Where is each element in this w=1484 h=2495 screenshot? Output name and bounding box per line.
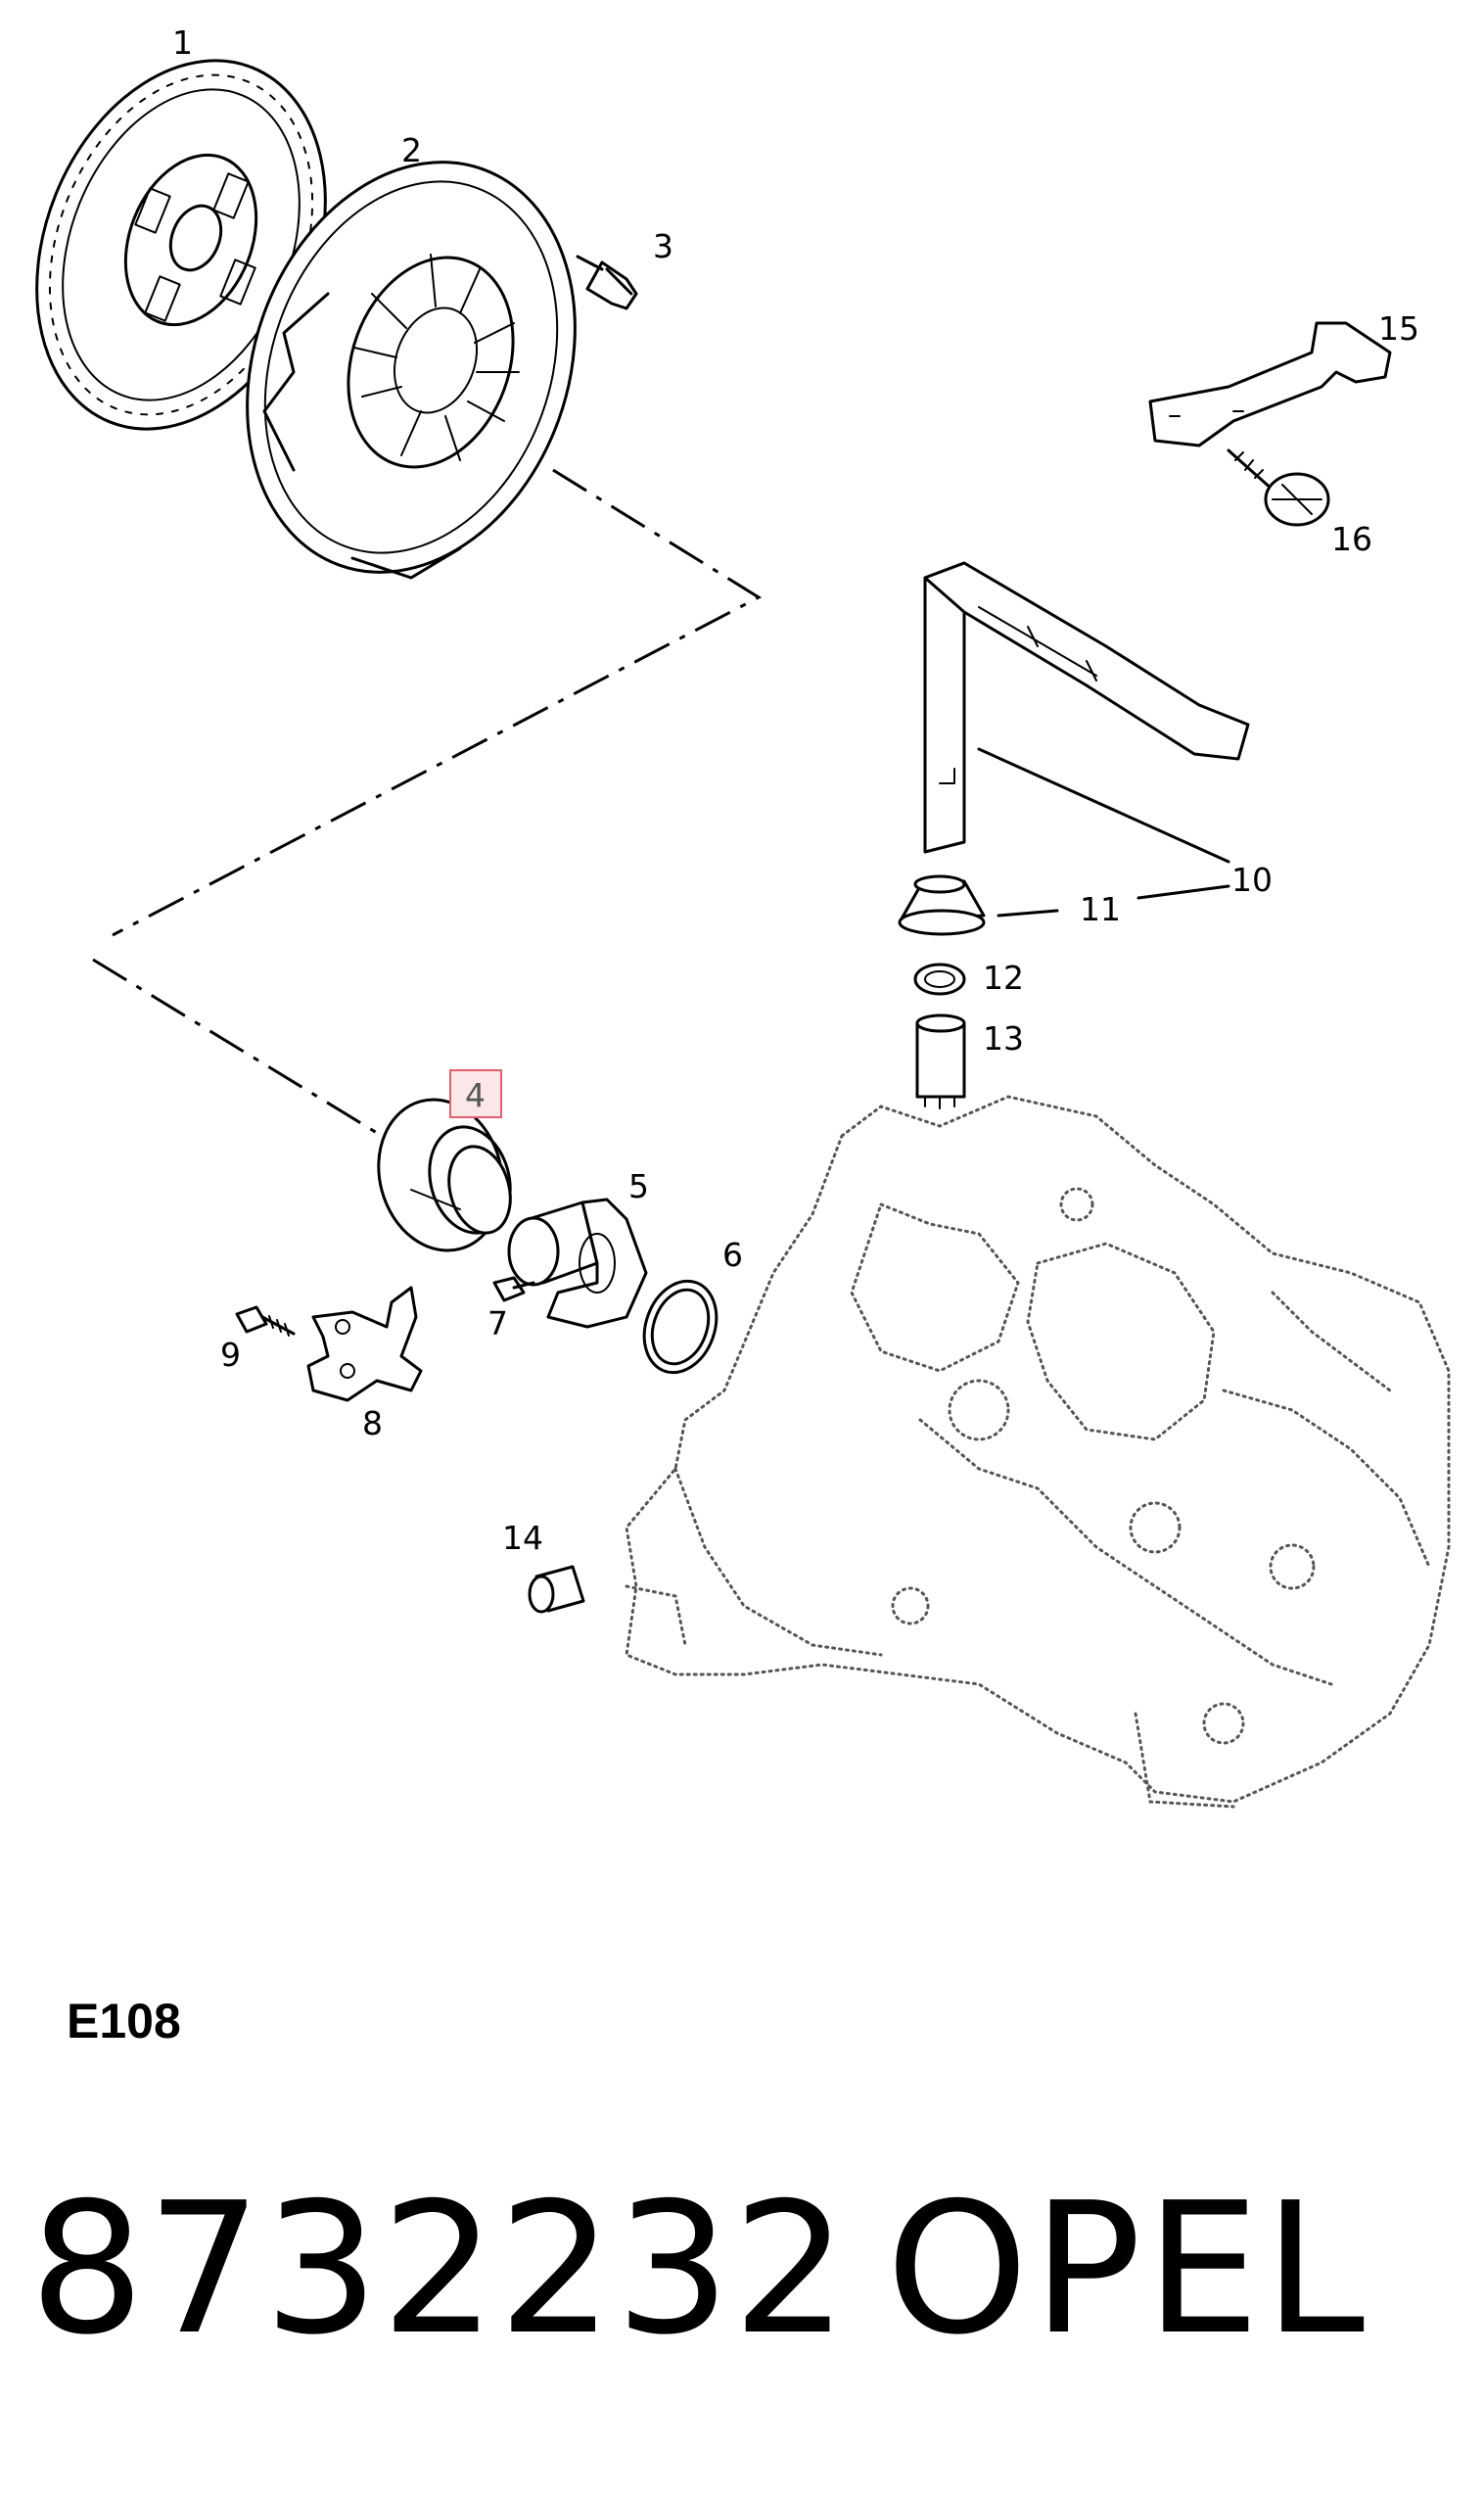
callout-12: 12 [983,959,1024,997]
transmission-housing [625,1095,1451,1809]
part-5-guide-sleeve [507,1198,648,1329]
part-13-bushing [915,1013,966,1109]
callout-15: 15 [1378,309,1419,348]
part-9-bolt [235,1305,296,1337]
callout-3: 3 [653,227,673,265]
callout-16: 16 [1331,520,1372,558]
highlight-box-4 [449,1069,502,1118]
callout-10: 10 [1231,861,1273,899]
part-4-release-bearing [377,1098,512,1252]
brand-name: OPEL [886,2163,1369,2375]
part-2-pressure-plate [246,161,577,580]
callout-14: 14 [502,1519,543,1557]
callout-2: 2 [401,131,422,169]
callout-13: 13 [983,1019,1024,1058]
part-6-o-ring [642,1279,719,1375]
callout-6: 6 [722,1236,743,1274]
callout-1: 1 [172,24,193,62]
part-1-clutch-disc [35,59,327,431]
part-8-release-fork [306,1286,423,1402]
part-10-fork-shaft [923,561,1250,854]
centerline-upper [112,468,763,937]
callout-4: 4 [465,1076,486,1114]
callout-5: 5 [628,1167,649,1205]
part-number: 8732232 [29,2163,850,2375]
part-12-seal-ring [913,963,966,996]
callout-9: 9 [220,1336,241,1374]
part-11-boot [898,874,986,936]
part-15-bracket [1148,321,1392,447]
centerline-lower [92,958,383,1138]
exploded-parts-diagram: 1 2 3 15 16 10 [35,24,1451,1809]
part-14-bushing [528,1565,585,1614]
part-3-bolt [576,255,638,310]
callout-8: 8 [362,1404,383,1442]
callout-11: 11 [1080,890,1121,928]
part-7-screw [492,1276,535,1302]
part-16-bolt [1227,448,1330,527]
callout-7: 7 [487,1304,508,1342]
diagram-code: E108 [67,1994,181,2048]
